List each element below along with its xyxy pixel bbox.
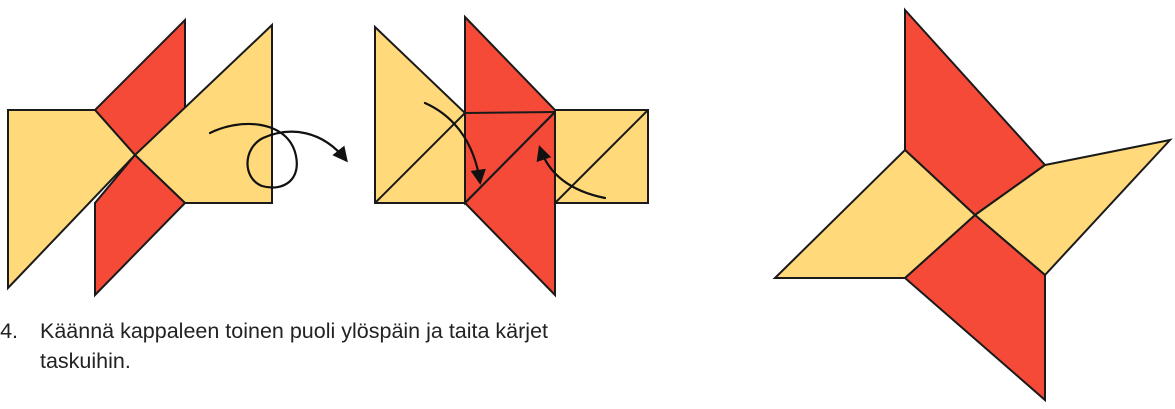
step-number: 4. <box>0 319 18 343</box>
crease-right-diagonal <box>554 109 649 204</box>
ninja-star-icon <box>772 7 1173 403</box>
crease-center-diagonal <box>464 111 556 204</box>
star-yellow-left <box>772 148 977 279</box>
flip-over-arrow-icon <box>208 122 348 189</box>
figure-fold-tips-step <box>374 14 649 298</box>
figure-flip-step <box>7 17 348 298</box>
red-flap-bottom <box>94 153 187 298</box>
instruction-text: Käännä kappaleen toinen puoli ylöspäin j… <box>40 319 549 373</box>
crease-center-top <box>464 111 556 114</box>
tuck-arrow-down-icon <box>423 101 486 186</box>
yellow-square-left <box>374 24 466 204</box>
crease-left-diagonal <box>374 112 466 204</box>
tuck-arrow-up-icon <box>536 145 607 200</box>
